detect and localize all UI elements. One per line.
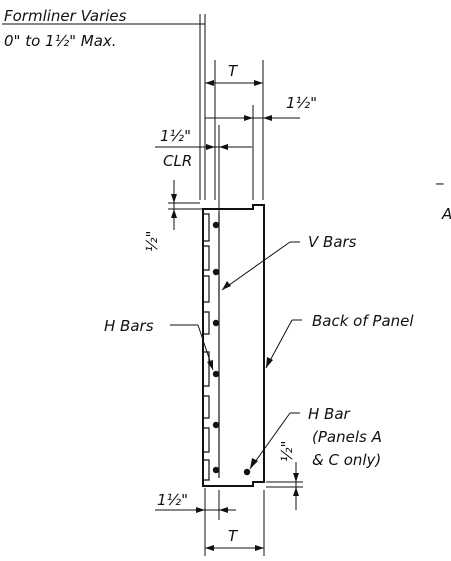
dim-t-bottom-label: T <box>228 527 239 545</box>
h-bar-label-line2: (Panels A <box>312 428 382 446</box>
v-bars-label: V Bars <box>308 233 357 251</box>
dim-half-right-arrow-b <box>293 487 299 496</box>
dim-clr-arrow-a <box>206 144 215 150</box>
dim-t-top-label: T <box>228 62 239 80</box>
h-bar-label-line1: H Bar <box>308 405 351 423</box>
bar-dot <box>212 221 220 229</box>
dim-t-bottom-arrow-right <box>255 545 264 551</box>
dim-clr-label: CLR <box>163 152 192 170</box>
back-of-panel-label: Back of Panel <box>312 312 414 330</box>
cropped-fragment-1: _ <box>435 167 444 186</box>
formliner-relief <box>203 213 210 481</box>
dim-clr-arrow-b <box>219 144 228 150</box>
dim-half-left-arrow-b <box>171 209 177 218</box>
dim-half-right-arrow-a <box>293 473 299 482</box>
dim-half-left-arrow-a <box>171 194 177 203</box>
bar-dot <box>212 268 220 276</box>
dim-1-5-right-arrow-b <box>263 115 272 121</box>
h-bars-arrow <box>207 360 213 370</box>
bar-dot-back <box>243 468 251 476</box>
dim-1-5-bottom-arrow-b <box>219 507 228 513</box>
bar-dot <box>212 370 220 378</box>
dim-1-5-bottom-arrow-a <box>196 507 205 513</box>
bar-dot <box>212 319 220 327</box>
dim-1-5-bottom-label: 1½" <box>157 491 188 509</box>
cropped-fragment-2: A <box>441 205 451 223</box>
v-bars-arrow <box>222 281 231 290</box>
dim-1-5-right-arrow-a <box>244 115 253 121</box>
dim-1-5-right-label: 1½" <box>286 94 317 112</box>
bar-dot <box>212 421 220 429</box>
dim-t-top-arrow-left <box>205 80 214 86</box>
bar-dot <box>212 466 220 474</box>
h-bar-arrow <box>250 458 258 469</box>
dim-t-top-arrow-right <box>254 80 263 86</box>
dim-clr-value: 1½" <box>160 127 191 145</box>
formliner-label-line2: 0" to 1½" Max. <box>4 32 117 50</box>
h-bars-label: H Bars <box>104 317 154 335</box>
h-bar-dots <box>212 221 251 476</box>
v-bars-leader <box>221 241 291 291</box>
dim-half-left-label: ½" <box>143 231 161 252</box>
h-bar-label-line3: & C only) <box>312 451 381 469</box>
h-bar-leader <box>249 412 291 470</box>
panel-outline <box>202 204 265 487</box>
back-of-panel-arrow <box>266 357 273 368</box>
formliner-label-line1: Formliner Varies <box>4 7 127 25</box>
dim-t-bottom-arrow-left <box>205 545 214 551</box>
dim-half-right-label: ½" <box>278 441 296 462</box>
